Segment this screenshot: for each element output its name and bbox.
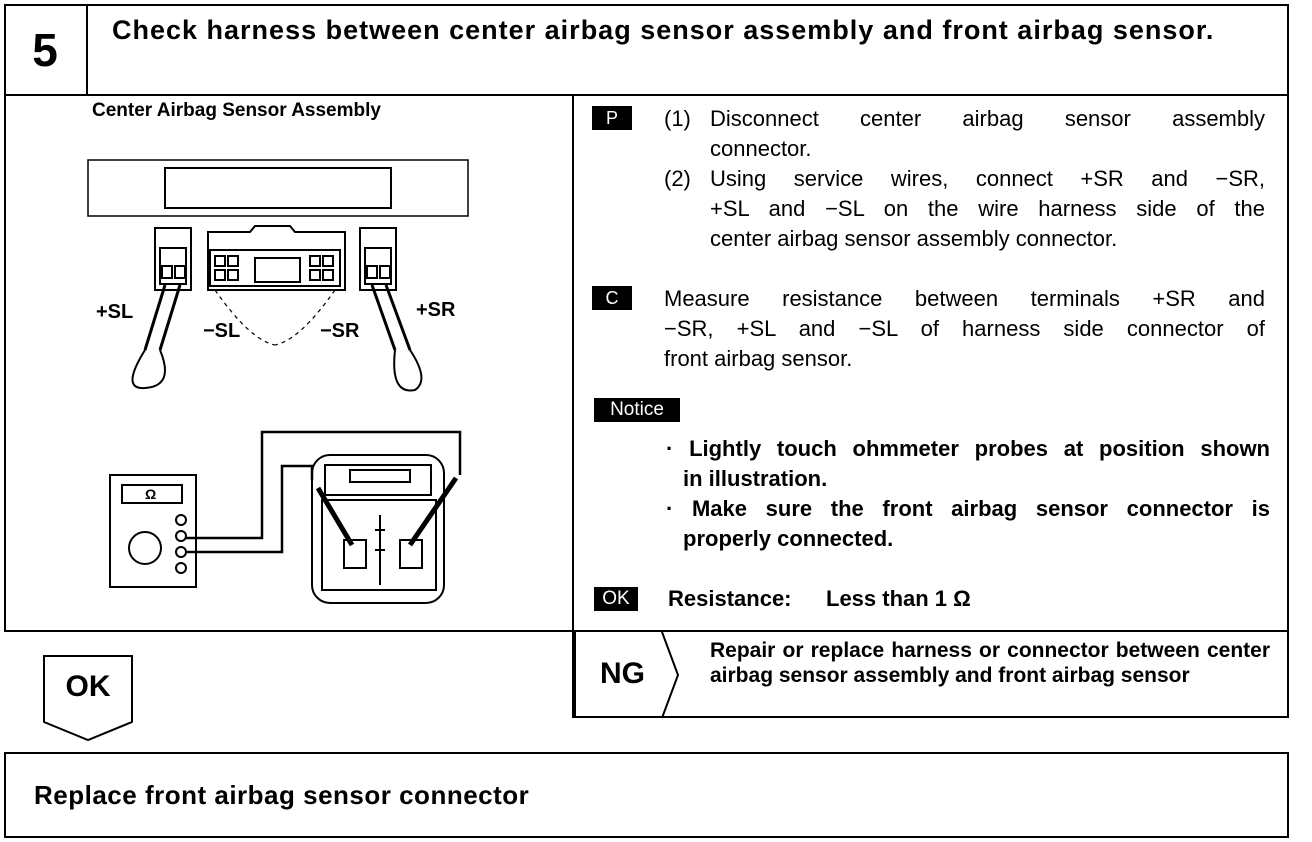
ok-spec-value: Less than 1 Ω (826, 586, 971, 611)
sensor-assembly-window (164, 167, 392, 209)
sensor-assembly-body (87, 159, 469, 217)
right-connector (359, 227, 397, 291)
result-box (4, 752, 1289, 838)
front-sensor-connector (311, 454, 445, 604)
notice-bullet1-line2: in illustration. (683, 466, 828, 491)
check-line2: −SR, +SL and −SL of harness side connect… (664, 316, 1265, 341)
ng-branch-label: NG (600, 657, 645, 690)
prepare-step1-line2: connector. (710, 136, 812, 161)
result-text: Replace front airbag sensor connector (34, 780, 530, 810)
content-frame (4, 94, 1289, 632)
prepare-step2-num: (2) (664, 166, 691, 191)
ok-spec-label: Resistance: (668, 586, 792, 611)
step-title: Check harness between center airbag sens… (112, 15, 1215, 45)
prepare-step2-line2: +SL and −SL on the wire harness side of … (710, 196, 1265, 221)
check-line3: front airbag sensor. (664, 346, 853, 371)
ok-spec-tag: OK (594, 587, 638, 611)
left-connector (154, 227, 192, 291)
notice-bullet1-line1: · Lightly touch ohmmeter probes at posit… (666, 436, 1270, 461)
ohm-symbol: Ω (145, 486, 156, 502)
label-plus-sr: +SR (416, 299, 456, 321)
prepare-step2-line1: Using service wires, connect +SR and −SR… (710, 166, 1265, 191)
prepare-step1-num: (1) (664, 106, 691, 131)
notice-bullet2-line2: properly connected. (683, 526, 894, 551)
label-minus-sl: −SL (203, 320, 240, 342)
label-minus-sr: −SR (320, 320, 360, 342)
notice-tag: Notice (594, 398, 680, 422)
column-divider (572, 94, 574, 718)
prepare-tag: P (592, 106, 632, 130)
step-number: 5 (32, 24, 58, 76)
ok-branch-label: OK (65, 670, 111, 703)
harness-illustration: +SL −SL −SR +SR Ω (87, 159, 469, 604)
prepare-step1-line1: Disconnect center airbag sensor assembly (710, 106, 1265, 131)
notice-bullet2-line1: · Make sure the front airbag sensor conn… (666, 496, 1270, 521)
figure-caption: Center Airbag Sensor Assembly (92, 100, 381, 121)
center-connector (207, 225, 346, 291)
ohmmeter-body (109, 474, 197, 588)
check-line1: Measure resistance between terminals +SR… (664, 286, 1265, 311)
prepare-step2-line3: center airbag sensor assembly connector. (710, 226, 1118, 251)
check-tag: C (592, 286, 632, 310)
label-plus-sl: +SL (96, 301, 133, 323)
ng-branch-box (574, 630, 1289, 718)
ng-branch-text: Repair or replace harness or connector b… (710, 639, 1270, 687)
header-divider (86, 4, 88, 96)
